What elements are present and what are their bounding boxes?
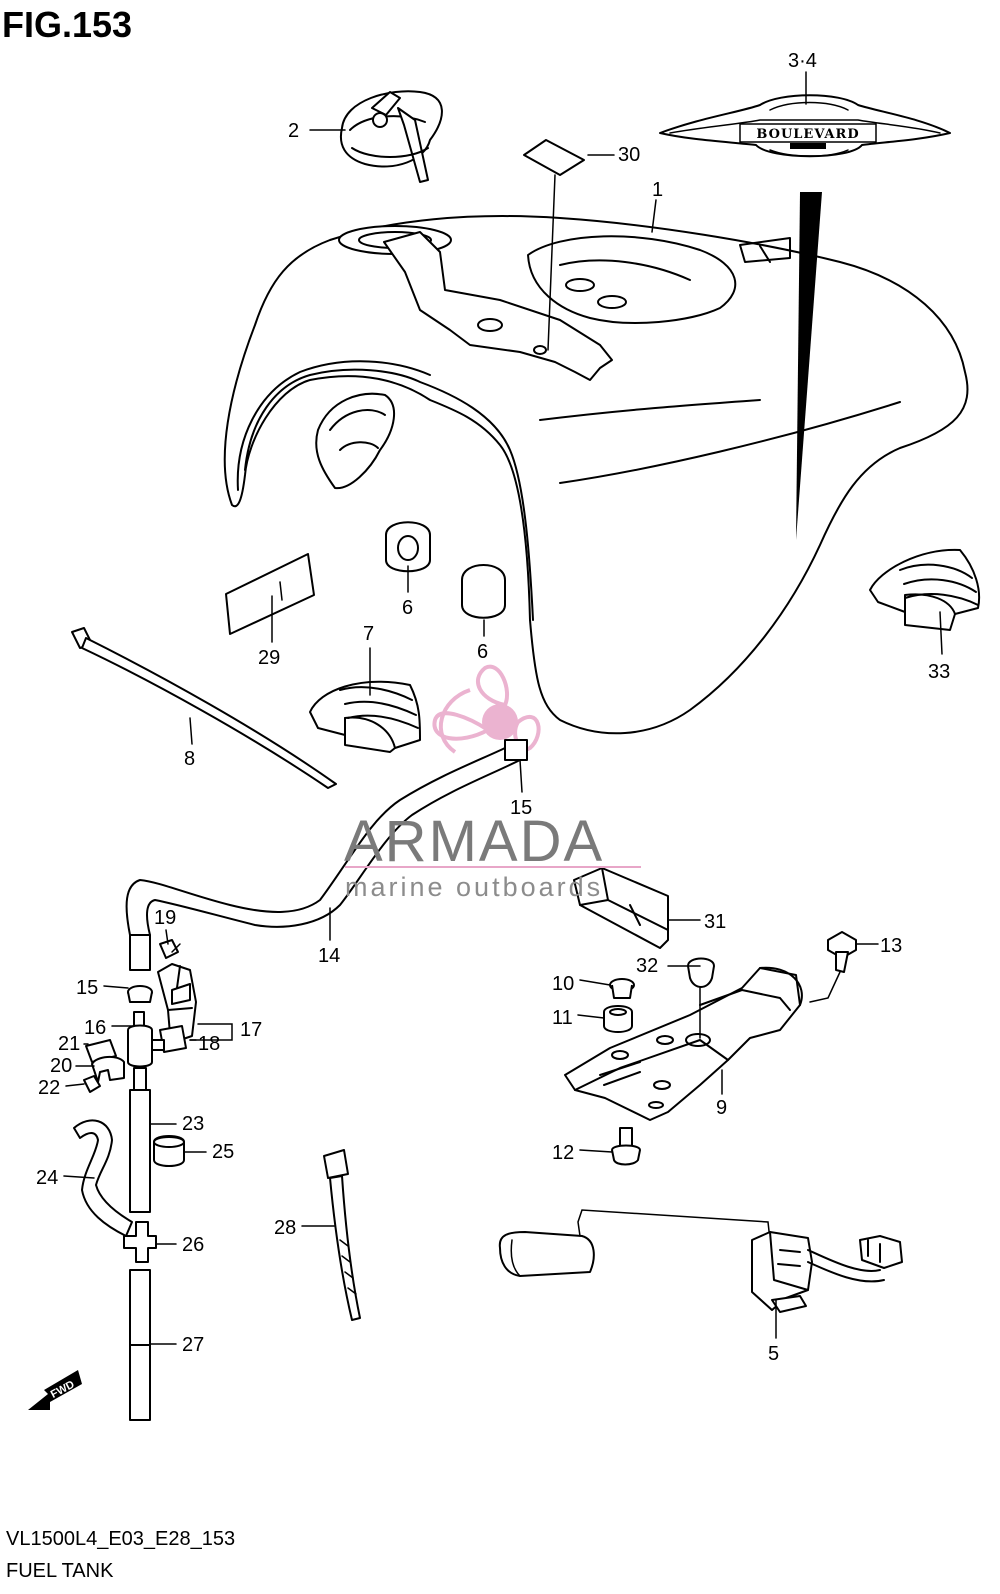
watermark-brand: ARMADA [344,809,605,874]
tank-stripe [796,192,822,540]
valve-16 [127,1011,165,1091]
callout-1: 1 [652,179,663,201]
callout-11: 11 [552,1007,573,1029]
fuel-cap [340,90,443,183]
callout-labels: 1 2 3·4 5 6 6 7 8 9 10 11 12 13 14 15 15… [36,50,950,1365]
callout-5: 5 [768,1343,779,1365]
valve-assembly-17 [157,963,197,1041]
washer-10 [609,978,635,999]
t-joint-26 [123,1221,157,1263]
fuel-tank [223,215,969,735]
grommet-11 [603,1005,633,1033]
callout-22: 22 [38,1077,60,1099]
callout-27: 27 [182,1334,204,1356]
callout-29: 29 [258,647,280,669]
pad-31 [573,867,669,949]
bolt-12 [611,1127,641,1166]
boulevard-emblem: BOULEVARD [659,94,951,158]
callout-18: 18 [198,1033,220,1055]
hose-23 [129,1089,151,1213]
leader-lines [63,71,943,1345]
label-30 [523,139,585,176]
callout-30: 30 [618,144,640,166]
forward-arrow-icon: FWD [28,1370,82,1410]
callout-19: 19 [154,907,176,929]
callout-15-lower: 15 [76,977,98,999]
cable-tie-28 [323,1149,361,1321]
clamp-20 [91,1056,125,1083]
forward-label: FWD [49,1378,77,1400]
hose-24 [73,1119,133,1237]
callout-6-upper: 6 [402,597,413,619]
clip-15-lower [127,985,153,1003]
callout-10: 10 [552,973,574,995]
figure-code: VL1500L4_E03_E28_153 [6,1528,236,1550]
watermark-propeller-icon [432,664,541,754]
cable-tie-8 [71,627,337,789]
emblem-text: BOULEVARD [756,127,859,142]
callout-6-lower: 6 [477,641,488,663]
callout-14: 14 [318,945,340,967]
callout-2: 2 [288,120,299,142]
callout-20: 20 [50,1055,72,1077]
fuel-level-sensor-5 [498,1209,903,1313]
screw-19 [159,939,181,959]
callout-13: 13 [880,935,902,957]
figure-title: FIG.153 [2,4,133,45]
callout-23: 23 [182,1113,204,1135]
callout-9: 9 [716,1097,727,1119]
cushion-pad-7 [309,680,421,753]
callout-32: 32 [636,955,658,977]
label-29 [225,553,315,635]
callout-26: 26 [182,1234,204,1256]
bolt-13 [809,931,857,1003]
callout-8: 8 [184,748,195,770]
callout-17: 17 [240,1019,262,1041]
spacer-25 [153,1135,185,1167]
bracket-9 [564,966,803,1121]
callout-33: 33 [928,661,950,683]
figure-name: FUEL TANK [6,1560,114,1582]
cushion-6-upper [385,521,431,573]
callout-24: 24 [36,1167,58,1189]
callout-25: 25 [212,1141,234,1163]
callout-28: 28 [274,1217,296,1239]
hose-27 [129,1269,151,1421]
cushion-pad-33 [869,548,981,631]
screw-22 [83,1075,101,1093]
callout-16: 16 [84,1017,106,1039]
callout-3-4: 3·4 [788,50,817,72]
fuel-hose-14 [125,739,528,971]
callout-31: 31 [704,911,726,933]
callout-21: 21 [58,1033,80,1055]
watermark-divider [345,866,641,868]
callout-15-upper: 15 [510,797,532,819]
callout-12: 12 [552,1142,574,1164]
cushion-6-lower [461,564,506,619]
callout-7: 7 [363,623,374,645]
watermark-tagline: marine outboards [345,872,604,902]
